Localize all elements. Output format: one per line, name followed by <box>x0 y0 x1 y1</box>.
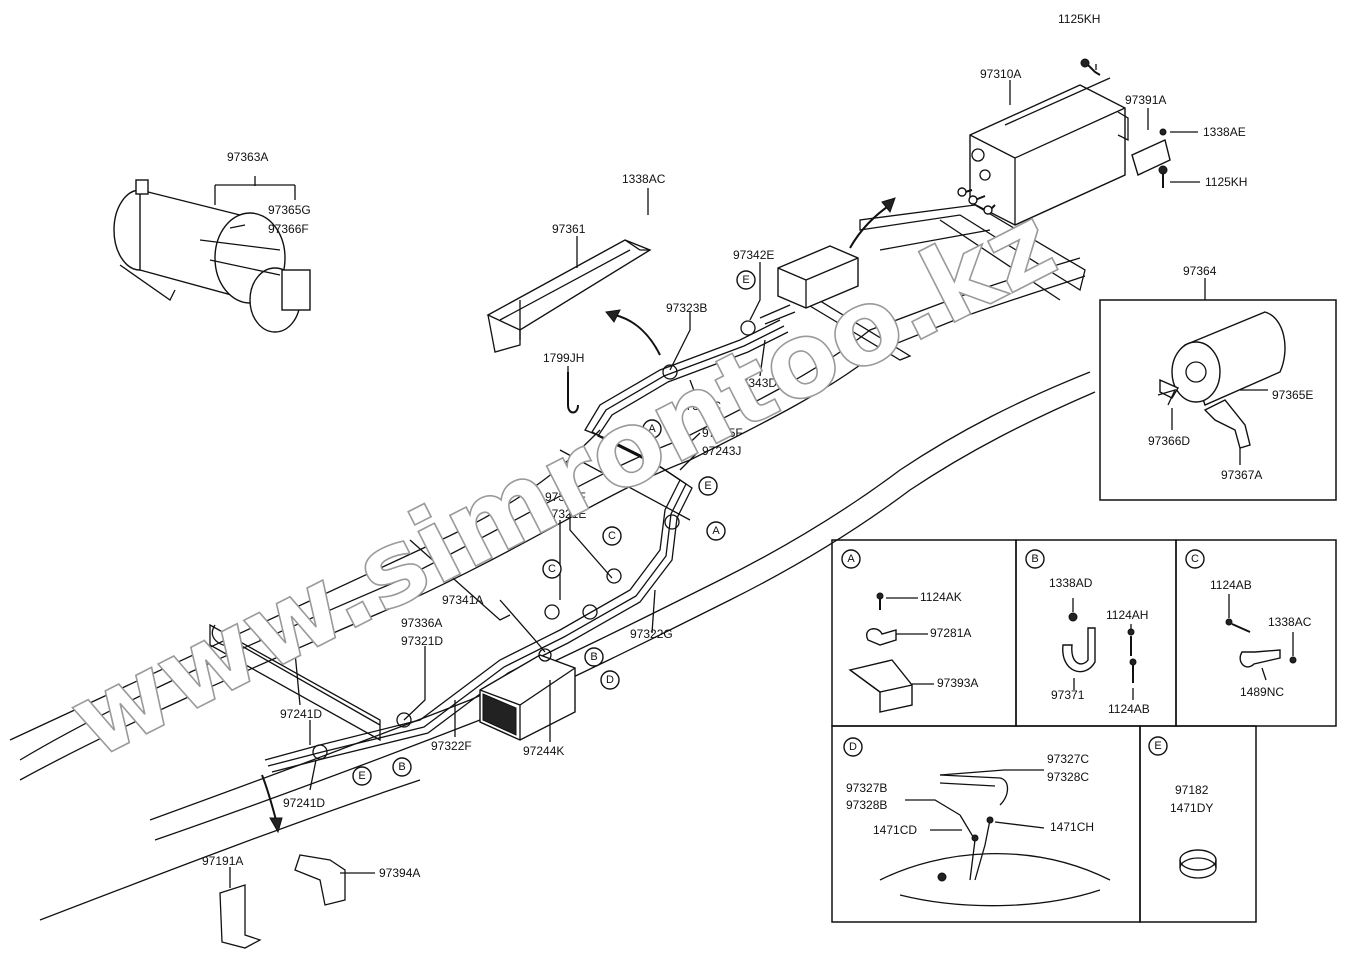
callout-97321e: 97321E <box>545 507 586 521</box>
leader-lines <box>214 64 1294 888</box>
chassis-frame <box>9 204 1096 921</box>
detail-b-97371: 97371 <box>1051 688 1085 702</box>
detail-d-1471cd: 1471CD <box>873 823 917 837</box>
callout-97365e: 97365E <box>1272 388 1313 402</box>
marker-a-1: A <box>648 423 656 435</box>
callout-1799jh: 1799JH <box>543 351 584 365</box>
detail-b-1124ah: 1124AH <box>1106 608 1148 622</box>
callout-97342e: 97342E <box>733 248 774 262</box>
evap-canister-97310a <box>957 77 1129 226</box>
detail-d-97327c: 97327C <box>1047 752 1089 766</box>
detail-b-1124ab: 1124AB <box>1108 702 1150 716</box>
detail-labels: A 1124AK 97281A 97393A B 1338AD 1124AH 9… <box>841 549 1312 837</box>
detail-c-label: C <box>1191 553 1199 565</box>
detail-b <box>1015 539 1177 727</box>
detail-e-1471dy: 1471DY <box>1170 801 1213 815</box>
detail-e <box>1139 725 1257 923</box>
callout-1125kh-top: 1125KH <box>1058 12 1100 26</box>
marker-e-2: E <box>358 770 365 782</box>
fuel-lines <box>264 304 796 773</box>
detail-a <box>831 539 1017 727</box>
marker-a-2: A <box>712 525 720 537</box>
callout-1125kh-bottom: 1125KH <box>1205 175 1247 189</box>
callout-97321f: 97321F <box>545 490 586 504</box>
callout-97310a: 97310A <box>980 67 1021 81</box>
marker-b-1: B <box>590 651 597 663</box>
detail-d-97328b: 97328B <box>846 798 887 812</box>
callout-97361: 97361 <box>552 222 586 236</box>
detail-d-label: D <box>849 741 857 753</box>
fuel-tank <box>479 648 576 741</box>
callout-97244k: 97244K <box>523 744 564 758</box>
callout-97321d: 97321D <box>401 634 443 648</box>
detail-c-1489nc: 1489NC <box>1240 685 1284 699</box>
callout-97324c: 97324C <box>679 399 721 413</box>
callout-97394a: 97394A <box>379 866 420 880</box>
callout-1338ae: 1338AE <box>1203 125 1246 139</box>
detail-c-1338ac: 1338AC <box>1268 615 1312 629</box>
marker-c-2: C <box>548 563 556 575</box>
callout-97322g: 97322G <box>630 627 673 641</box>
callout-97343d: 97343D <box>735 376 777 390</box>
detail-a-97393a: 97393A <box>937 676 978 690</box>
detail-e-97182: 97182 <box>1175 783 1209 797</box>
callout-97367a: 97367A <box>1221 468 1262 482</box>
callout-97345f: 97345F <box>702 426 743 440</box>
detail-d-97327b: 97327B <box>846 781 887 795</box>
part-callouts: 97363A 97365G 97366F 1338AC 97361 1799JH… <box>202 12 1313 880</box>
callout-97241d-bottom: 97241D <box>283 796 325 810</box>
detail-box-97364 <box>1099 299 1337 501</box>
marker-d-1: D <box>606 674 614 686</box>
detail-c-1124ab: 1124AB <box>1210 578 1252 592</box>
bracket-97394a <box>294 854 346 906</box>
marker-e-1: E <box>704 480 711 492</box>
detail-b-label: B <box>1031 553 1038 565</box>
heat-shield <box>486 239 661 356</box>
marker-c-1: C <box>608 530 616 542</box>
callout-97365g: 97365G <box>268 203 311 217</box>
clip-1799jh <box>567 372 579 414</box>
marker-b-2: B <box>398 761 405 773</box>
detail-e-label: E <box>1154 740 1161 752</box>
callout-97322f: 97322F <box>431 739 472 753</box>
callout-97323b: 97323B <box>666 301 707 315</box>
callout-97241d-top: 97241D <box>280 707 322 721</box>
arrow-rear-head <box>269 817 283 834</box>
callout-97243j: 97243J <box>702 444 741 458</box>
arrow-rear <box>261 774 277 821</box>
detail-a-label: A <box>847 553 855 565</box>
marker-e-3: E <box>742 274 749 286</box>
detail-d-1471ch: 1471CH <box>1050 820 1094 834</box>
callout-1338ac: 1338AC <box>622 172 666 186</box>
callout-97366d: 97366D <box>1148 434 1190 448</box>
callout-97341a: 97341A <box>442 593 483 607</box>
callout-97336a: 97336A <box>401 616 442 630</box>
bracket-97391a <box>1080 58 1171 188</box>
detail-a-1124ak: 1124AK <box>920 590 962 604</box>
fuel-pump-assembly <box>113 179 311 333</box>
callout-97364: 97364 <box>1183 264 1217 278</box>
canister-box <box>777 197 896 309</box>
detail-d-97328c: 97328C <box>1047 770 1089 784</box>
callout-97391a: 97391A <box>1125 93 1166 107</box>
detail-a-97281a: 97281A <box>930 626 971 640</box>
callout-97191a: 97191A <box>202 854 243 868</box>
callout-97363a: 97363A <box>227 150 268 164</box>
section-markers: A E A C C B D B E E <box>312 270 756 786</box>
detail-b-1338ad: 1338AD <box>1049 576 1093 590</box>
callout-97366f: 97366F <box>268 222 309 236</box>
bracket-97191a <box>219 884 262 949</box>
